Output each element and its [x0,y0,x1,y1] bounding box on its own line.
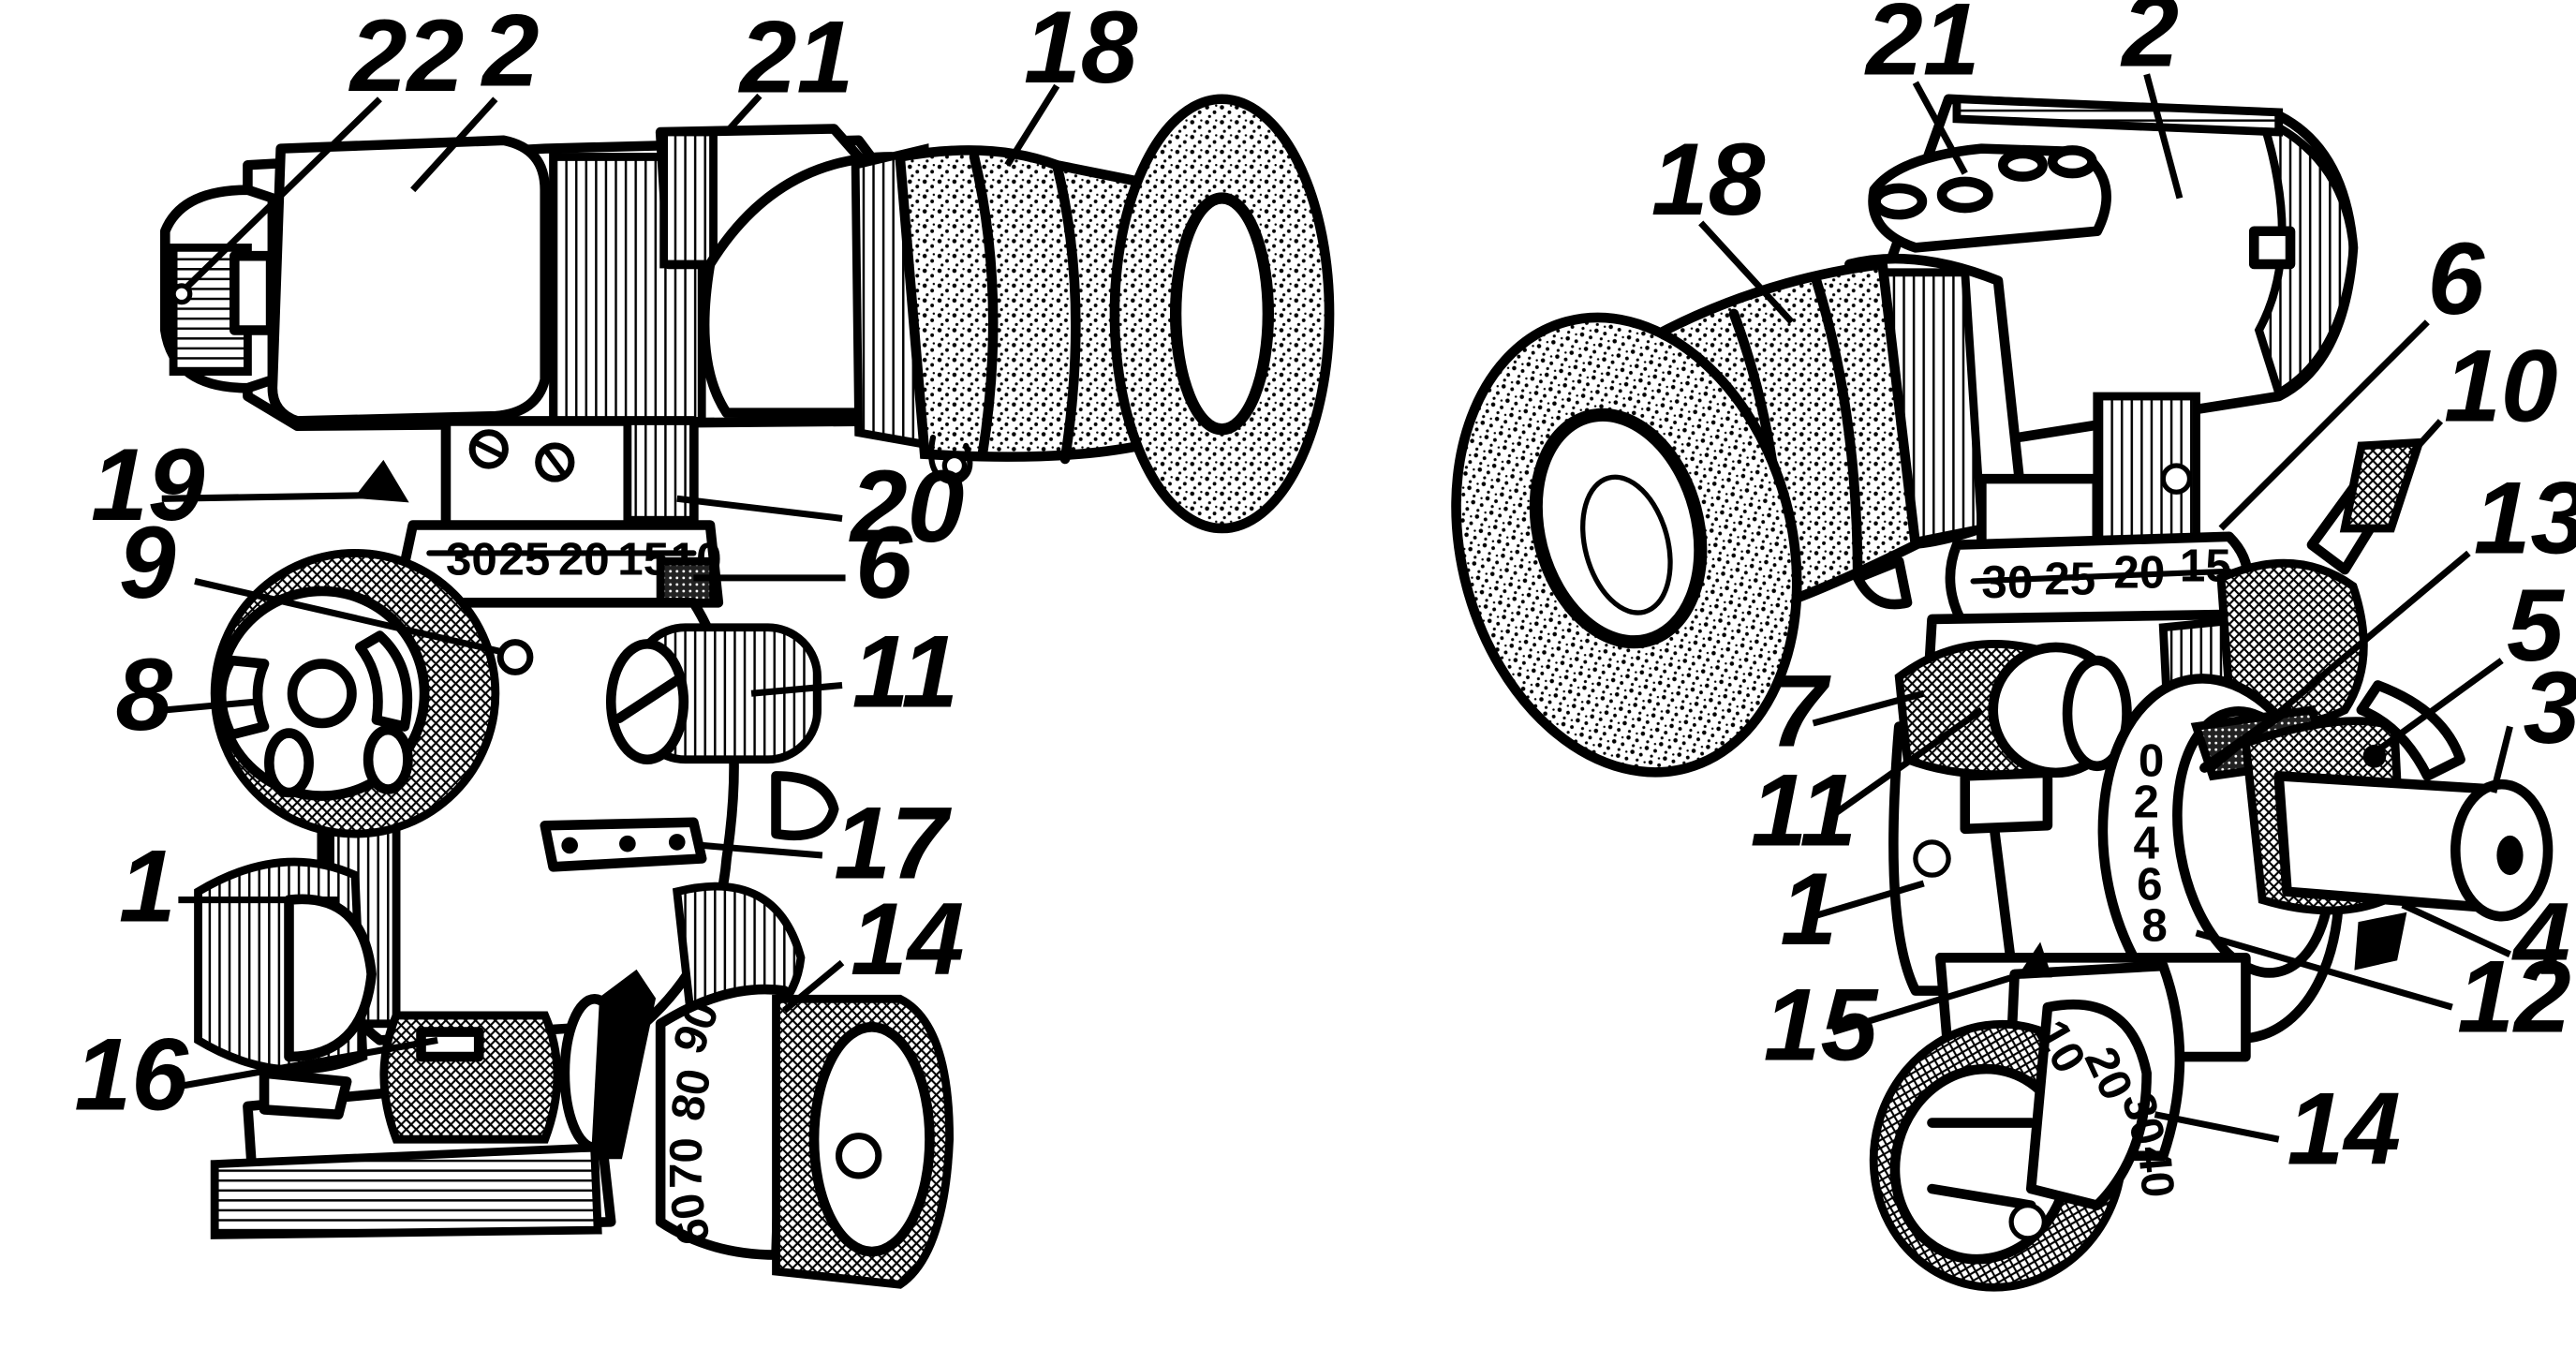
left-leader-lines [161,83,1060,1090]
left-callout-14: 14 [851,882,965,997]
left-callout-22: 22 [348,0,465,113]
left-callouts: 22 2 21 18 19 20 6 9 11 8 17 1 14 16 [74,0,1137,1132]
right-callout-5: 5 [2507,569,2566,683]
right-azimuth-tick-label: 30 [1981,556,2033,608]
right-azimuth-tick-label: 20 [2113,546,2165,598]
left-drum-tick-label: 80 [661,1065,721,1125]
right-callout-12: 12 [2457,941,2571,1055]
left-callout-6: 6 [855,506,913,620]
left-callout-17: 17 [834,787,953,901]
right-knob-11 [1894,640,2132,779]
right-callout-7: 7 [1770,655,1832,769]
left-azimuth-tick-label: 20 [558,533,610,585]
left-callout-1: 1 [119,830,176,944]
right-callout-3: 3 [2524,651,2576,765]
right-callout-10: 10 [2444,329,2558,443]
right-callout-21: 21 [1864,0,1980,96]
right-vertical-tick-label: 0 [2139,734,2164,786]
left-view: 30 25 20 15 10 [74,0,1335,1289]
left-azimuth-tick-label: 25 [498,533,550,585]
right-vertical-tick-label: 4 [2134,818,2160,869]
left-azimuth-tick-label: 30 [446,533,497,585]
right-eyepiece [1451,253,2028,778]
left-eyepiece [699,94,1335,534]
right-sight-scale: 0 2 4 6 8 [2097,674,2554,1044]
right-drum-14: 10 20 30 40 [1869,941,2251,1292]
right-knob-10 [2216,437,2425,728]
left-drum-tick-label: 70 [660,1137,712,1189]
left-callout-18: 18 [1024,0,1138,105]
right-callout-2: 2 [2120,0,2179,88]
left-base [210,969,657,1239]
left-callout-9: 9 [119,506,176,620]
right-callout-14: 14 [2287,1073,2402,1187]
right-vertical-tick-label: 6 [2137,859,2162,911]
right-vertical-tick-label: 8 [2141,900,2167,952]
right-vertical-tick-label: 2 [2134,776,2159,827]
left-callout-20: 20 [849,450,965,564]
left-callout-16: 16 [74,1017,189,1132]
left-drum-tick-label: 60 [660,1189,720,1249]
right-callout-11: 11 [1751,753,1857,867]
left-drum-14: 90 80 70 60 [655,984,955,1289]
right-callout-15: 15 [1764,969,1880,1083]
right-leader-lines [1698,73,2513,1143]
left-neck [353,416,699,534]
right-callout-6: 6 [2427,222,2485,336]
left-knob-11 [605,623,839,841]
right-view: 30 25 20 15 0 2 [1451,0,2576,1292]
right-callout-13: 13 [2474,461,2576,575]
left-knob-8 [210,549,534,838]
left-callout-11: 11 [852,615,958,729]
left-callout-2: 2 [481,0,540,109]
right-drum-tick-label: 40 [2128,1144,2184,1199]
right-callout-1: 1 [1780,852,1837,967]
right-callout-18: 18 [1651,123,1766,237]
left-callout-8: 8 [115,638,172,752]
right-callouts: 21 2 18 6 10 13 5 3 7 11 1 4 12 15 14 [1651,0,2576,1187]
left-callout-19: 19 [91,428,205,542]
right-azimuth-tick-label: 25 [2044,554,2095,605]
left-prism-housing [159,124,889,432]
left-callout-21: 21 [738,1,854,115]
right-callout-4: 4 [2511,882,2570,997]
left-lower-knob [194,857,377,1075]
